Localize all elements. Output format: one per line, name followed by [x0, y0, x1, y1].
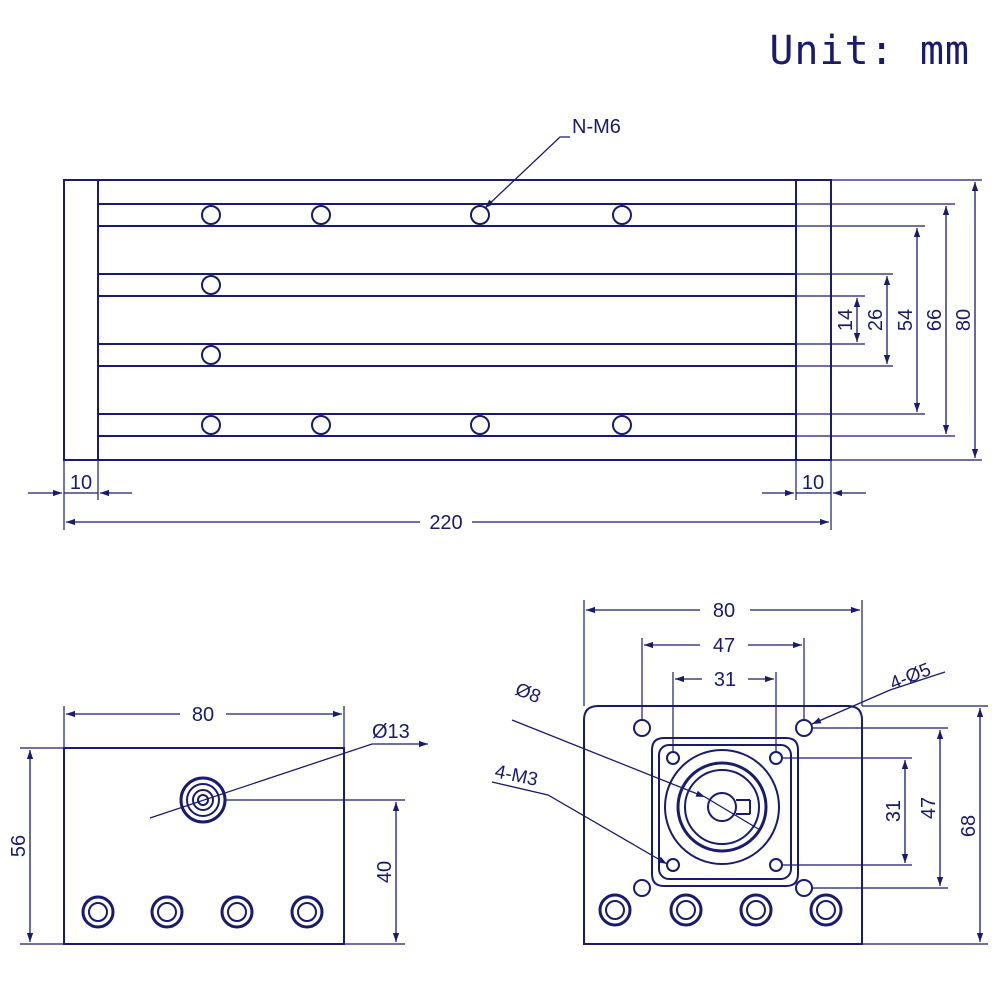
motor-flange-inner: [658, 744, 792, 880]
n-m6-leader: [484, 136, 570, 209]
pattern-inner-dim-label: 31: [714, 669, 736, 691]
center-height-dim-label: 40: [374, 861, 396, 883]
shaft-dim-label: Ø8: [512, 679, 543, 708]
flange-view: [491, 600, 988, 945]
corner-holes-dim-label: 4-Ø5: [887, 659, 934, 694]
v-outer-dim-label: 47: [918, 797, 940, 819]
motor-flange-outer: [651, 737, 799, 887]
end-view-outline: [63, 747, 345, 945]
flange-height-dim-label: 68: [958, 815, 980, 837]
m6-holes: [201, 205, 632, 435]
top-view-extension-lines: [63, 179, 982, 530]
end-height-dim-label: 56: [8, 835, 30, 857]
v-inner-dim-label: 31: [883, 800, 905, 822]
flange-width-dim-label: 80: [713, 600, 735, 622]
slot-66-dim-label: 66: [924, 309, 946, 331]
pattern-outer-dim-label: 47: [713, 635, 735, 657]
end-view: [20, 706, 428, 945]
flange-dims: [491, 606, 984, 942]
slot-26-dim-label: 26: [865, 309, 887, 331]
right-end-dim-label: 10: [802, 472, 824, 494]
flange-extension-lines: [583, 600, 988, 945]
end-view-labels: 80 56 40 Ø13: [8, 704, 410, 883]
top-view-labels: N-M6 220 10 10 14 26 54 66 80: [70, 116, 975, 534]
bore-dim-label: Ø13: [372, 721, 410, 743]
end-view-dims: [26, 710, 428, 942]
top-view-vertical-dims: [853, 182, 979, 458]
top-view-outline: [63, 179, 832, 461]
end-width-dim-label: 80: [192, 704, 214, 726]
top-view-horizontal-dims: [28, 489, 866, 526]
length-dim-label: 220: [429, 512, 462, 534]
flange-outline: [583, 705, 863, 945]
slot-14-dim-label: 14: [835, 309, 857, 331]
flange-mount-holes: [598, 893, 843, 927]
t-slot-lines: [98, 203, 796, 437]
end-view-mount-holes: [81, 895, 324, 929]
slot-54-dim-label: 54: [895, 309, 917, 331]
motor-boss: [664, 749, 780, 865]
motor-holes-dim-label: 4-M3: [493, 761, 540, 791]
unit-label: Unit: mm: [769, 28, 970, 74]
left-end-dim-label: 10: [70, 472, 92, 494]
hole-callout: N-M6: [572, 116, 621, 138]
end-view-extension-lines: [20, 706, 405, 945]
flange-view-labels: 80 47 31 4-Ø5 Ø8 4-M3 31 47 68: [493, 600, 980, 837]
height-dim-label: 80: [953, 309, 975, 331]
top-view: [28, 136, 982, 530]
